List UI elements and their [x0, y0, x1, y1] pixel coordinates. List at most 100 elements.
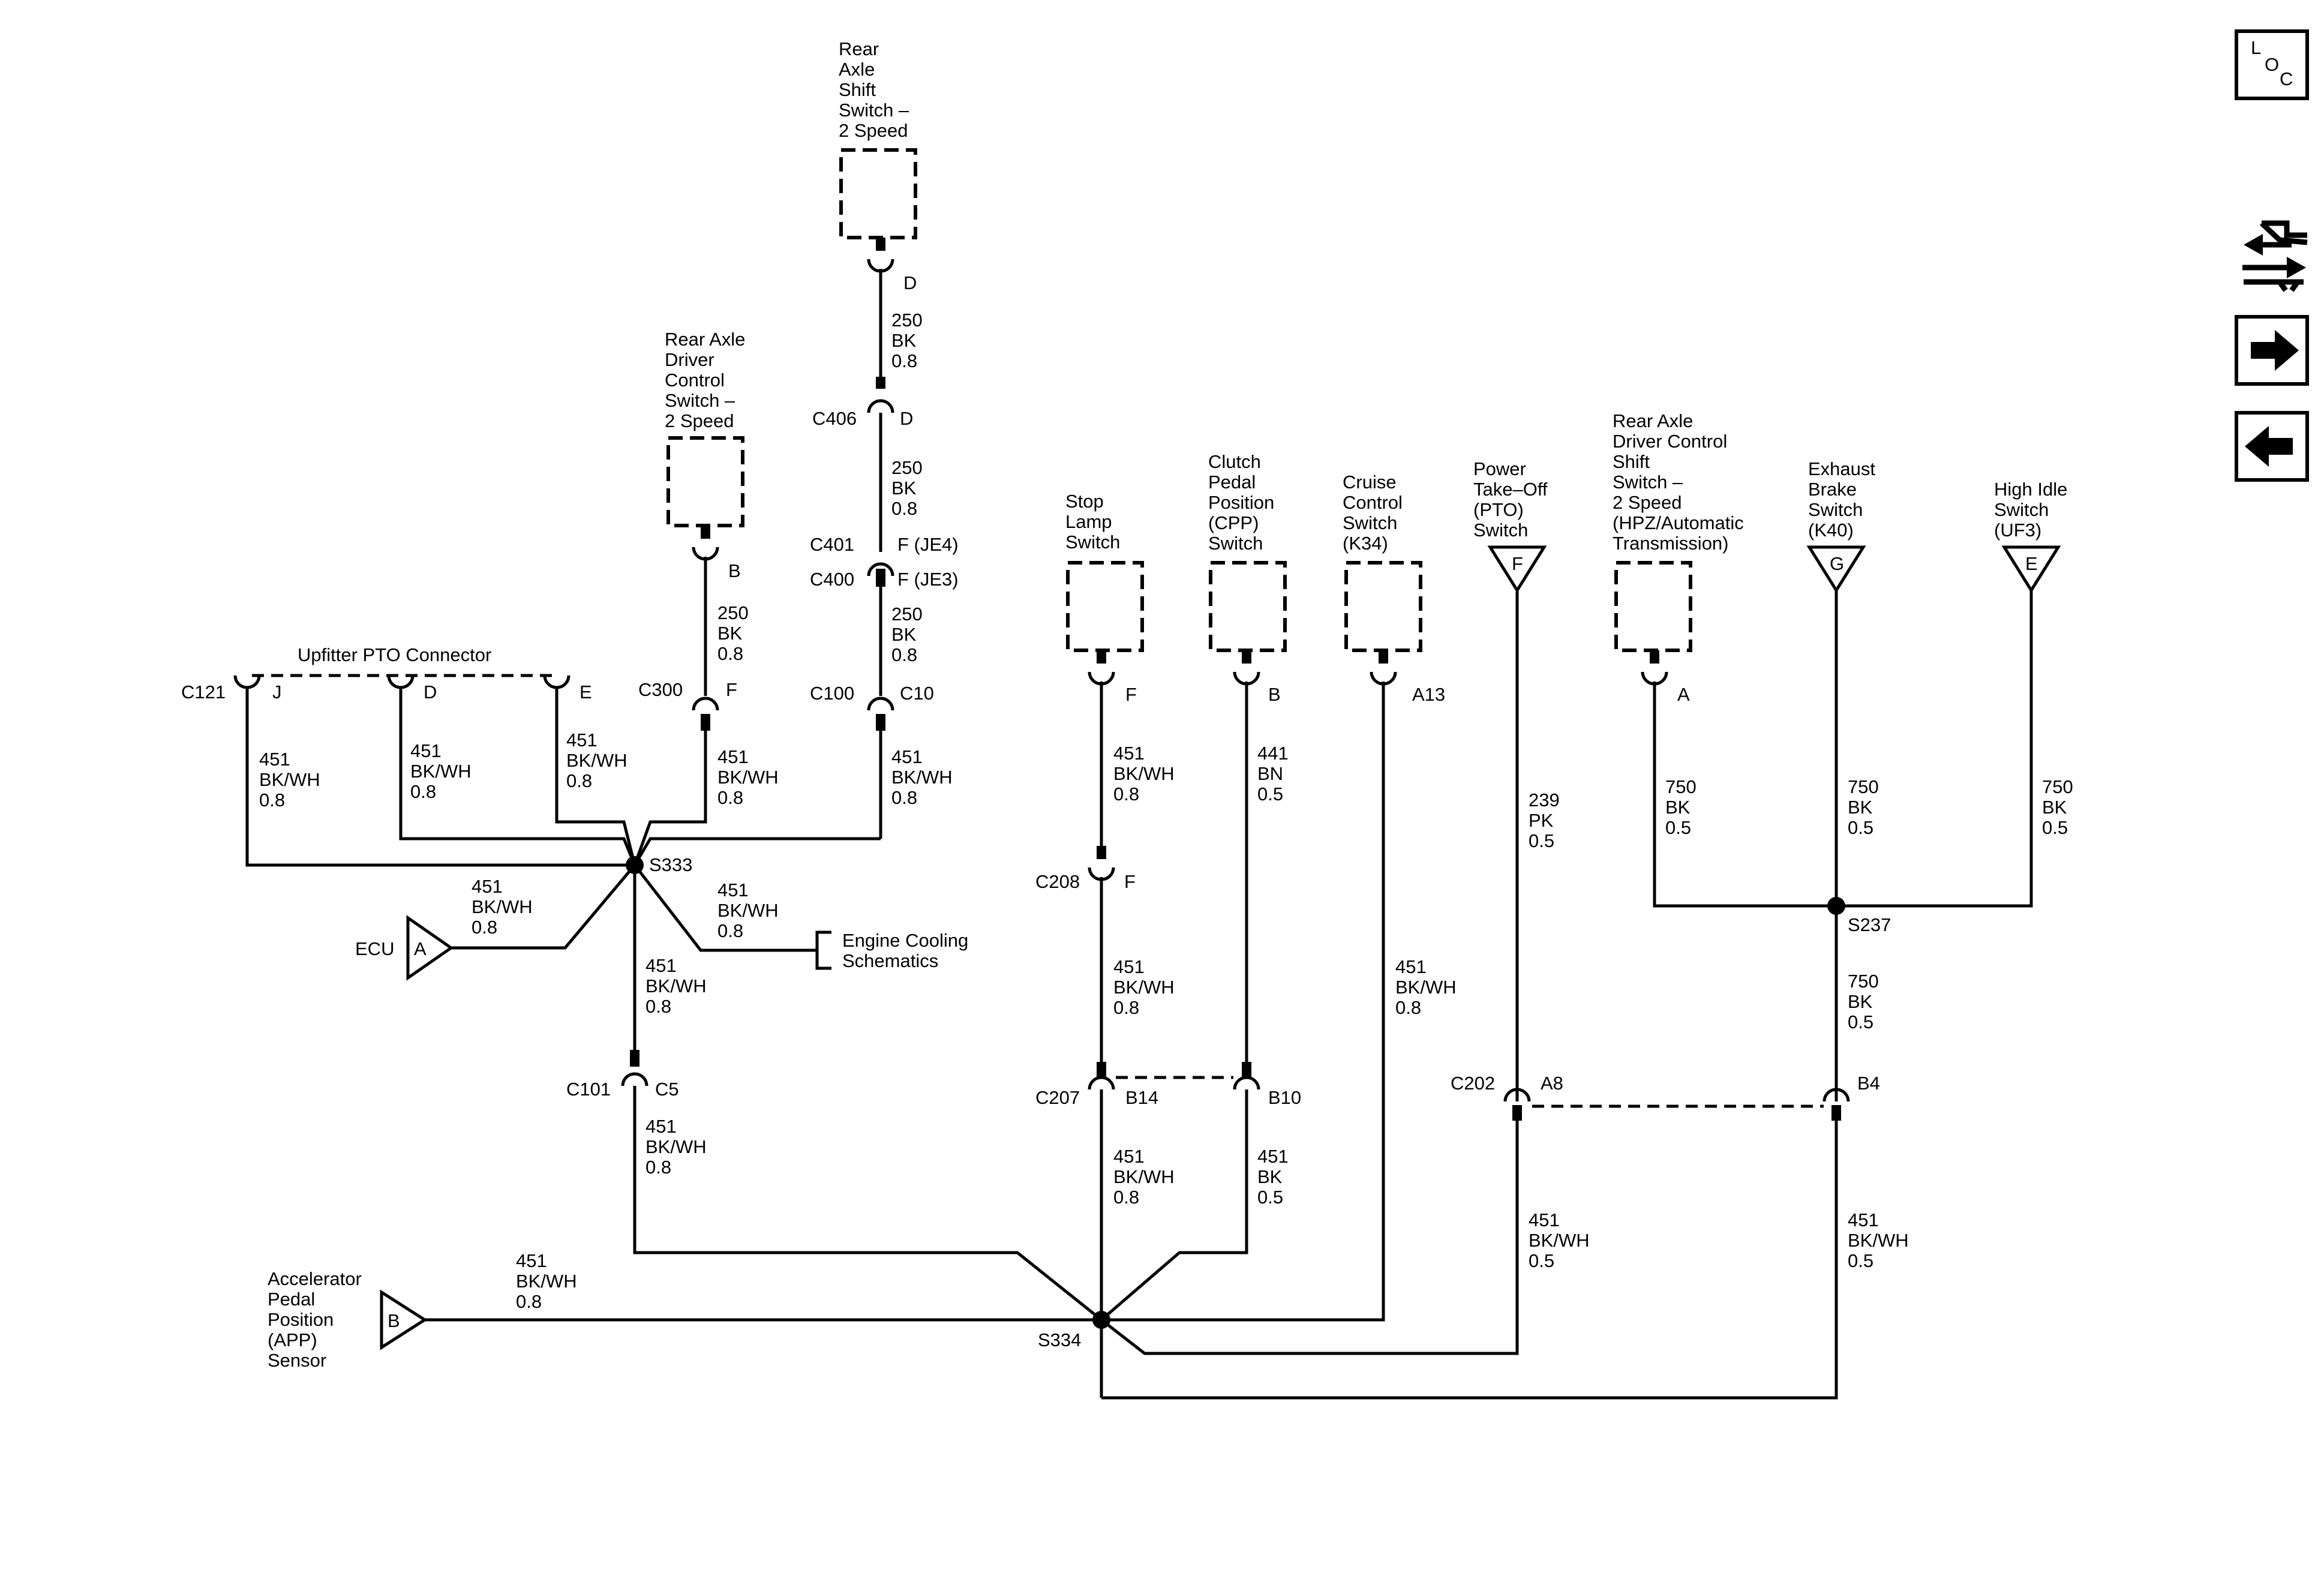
connector-label: C207	[1035, 1087, 1080, 1108]
engine-cooling-schematics-link[interactable]: Engine Cooling Schematics	[842, 930, 974, 971]
female-terminal	[1233, 1076, 1260, 1090]
wire-label: 451 BK/WH 0.8	[259, 749, 325, 810]
female-terminal	[867, 697, 894, 711]
connector-label: C406	[812, 408, 857, 429]
wire-label: 451 BK 0.5	[1257, 1146, 1293, 1208]
connector-label: C121	[181, 682, 226, 703]
connector-label: C100	[810, 683, 854, 704]
pin-terminal	[1831, 1105, 1841, 1121]
connector-label: C202	[1451, 1073, 1495, 1094]
rear-axle-driver-control-shift-switch-label: Rear Axle Driver Control Shift Switch – …	[1613, 410, 1749, 554]
female-terminal	[387, 675, 415, 689]
connector-label: C101	[566, 1079, 611, 1100]
loc-icon[interactable]: L O C	[2235, 29, 2309, 100]
app-sensor-label: Accelerator Pedal Position (APP) Sensor	[268, 1268, 367, 1371]
pin-terminal	[1242, 650, 1251, 664]
pin-label: F	[726, 679, 737, 700]
pin-label: A	[1677, 684, 1690, 705]
pin-terminal	[1379, 650, 1388, 664]
wire-label: 451 BK/WH 0.8	[891, 746, 957, 808]
loc-letter-l: L	[2251, 37, 2261, 58]
app-connector-triangle	[380, 1289, 428, 1350]
pin-terminal	[1512, 1105, 1522, 1121]
ecu-connector-triangle	[406, 915, 454, 981]
pin-terminal	[876, 238, 885, 251]
legend-icon[interactable]	[2242, 220, 2308, 292]
pto-switch-label: Power Take–Off (PTO) Switch	[1473, 458, 1553, 541]
pin-terminal	[1097, 1062, 1106, 1079]
pin-label: A13	[1412, 684, 1445, 705]
pin-label: F	[1124, 871, 1136, 892]
pin-label: F (JE4)	[897, 534, 959, 555]
wire-label: 250 BK 0.8	[891, 310, 927, 371]
wire-label: 451 BK/WH 0.5	[1529, 1209, 1595, 1271]
reference-bracket	[815, 930, 831, 970]
pin-label: E	[2025, 553, 2038, 574]
pin-terminal	[701, 526, 710, 539]
rear-axle-driver-control-switch-box	[666, 436, 744, 527]
female-terminal	[543, 675, 571, 689]
female-terminal	[867, 562, 894, 577]
wire-label: 750 BK 0.5	[1848, 776, 1884, 838]
wire-label: 451 BK/WH 0.8	[645, 955, 711, 1017]
pin-label: B	[1268, 684, 1281, 705]
next-page-icon[interactable]	[2235, 315, 2309, 386]
rear-axle-shift-switch: Rear Axle Shift Switch – 2 Speed	[839, 38, 917, 239]
wire-label: 451 BK/WH 0.8	[1113, 1146, 1179, 1208]
wire-label: 451 BK/WH 0.8	[566, 730, 632, 791]
upfitter-pto-connector-label: Upfitter PTO Connector	[298, 644, 491, 665]
wire-label: 451 BK/WH 0.8	[516, 1250, 582, 1312]
loc-letter-c: C	[2280, 68, 2293, 89]
pin-label: F (JE3)	[897, 569, 959, 590]
wire-label: 451 BK/WH 0.8	[1395, 956, 1461, 1018]
ecu-label: ECU	[355, 938, 394, 959]
previous-page-icon[interactable]	[2235, 411, 2309, 482]
pin-label: E	[580, 682, 592, 703]
connector-label: C300	[638, 679, 683, 700]
female-terminal	[692, 697, 719, 711]
wire-label: 441 BN 0.5	[1257, 743, 1293, 804]
splice-label: S333	[649, 854, 692, 875]
pto-connector-triangle	[1487, 545, 1547, 593]
pin-terminal	[630, 1050, 639, 1067]
female-terminal	[1822, 1088, 1850, 1102]
female-terminal	[1503, 1088, 1531, 1102]
pin-label: A8	[1541, 1073, 1563, 1094]
pin-terminal	[1097, 846, 1106, 859]
splice-label: S334	[1038, 1329, 1081, 1350]
pin-terminal	[876, 377, 885, 389]
pin-terminal	[1650, 650, 1659, 664]
pin-label: B	[388, 1310, 400, 1331]
rear-axle-driver-control-switch: Rear Axle Driver Control Switch – 2 Spee…	[665, 329, 750, 527]
rear-axle-shift-switch-label: Rear Axle Shift Switch – 2 Speed	[839, 38, 914, 141]
exhaust-brake-connector-triangle	[1806, 545, 1866, 593]
clutch-pedal-position-switch-box	[1209, 561, 1287, 652]
rear-axle-driver-control-shift-switch-box	[1614, 561, 1692, 652]
connector-label: C400	[810, 569, 854, 590]
wire-label: 451 BK/WH 0.8	[1113, 743, 1179, 804]
pin-label: B14	[1125, 1087, 1158, 1108]
exhaust-brake-switch-label: Exhaust Brake Switch (K40)	[1808, 458, 1881, 541]
female-terminal	[621, 1072, 648, 1086]
rear-axle-shift-switch-box	[839, 148, 917, 239]
pin-label: F	[1512, 553, 1523, 574]
rear-axle-driver-control-switch-label: Rear Axle Driver Control Switch – 2 Spee…	[665, 329, 750, 431]
cruise-control-switch-box	[1344, 561, 1422, 652]
wire-label: 451 BK/WH 0.8	[645, 1116, 711, 1178]
wire-label: 451 BK/WH 0.8	[1113, 956, 1179, 1018]
pin-label: D	[903, 272, 917, 293]
pin-label: C5	[655, 1079, 679, 1100]
wire-label: 451 BK/WH 0.8	[410, 740, 476, 802]
stop-lamp-switch-box	[1066, 561, 1144, 652]
female-terminal	[867, 399, 894, 413]
wire-label: 250 BK 0.8	[717, 602, 753, 664]
stop-lamp-switch-label: Stop Lamp Switch	[1065, 491, 1120, 553]
wire-label: 250 BK 0.8	[891, 604, 927, 665]
female-terminal	[233, 675, 261, 689]
wire-label: 451 BK/WH 0.5	[1848, 1209, 1914, 1271]
pin-label: G	[1830, 553, 1844, 574]
wire-label: 750 BK 0.5	[2042, 776, 2078, 838]
pin-label: A	[414, 938, 427, 959]
wire-label: 239 PK 0.5	[1529, 789, 1565, 851]
splice-label: S237	[1848, 914, 1891, 935]
